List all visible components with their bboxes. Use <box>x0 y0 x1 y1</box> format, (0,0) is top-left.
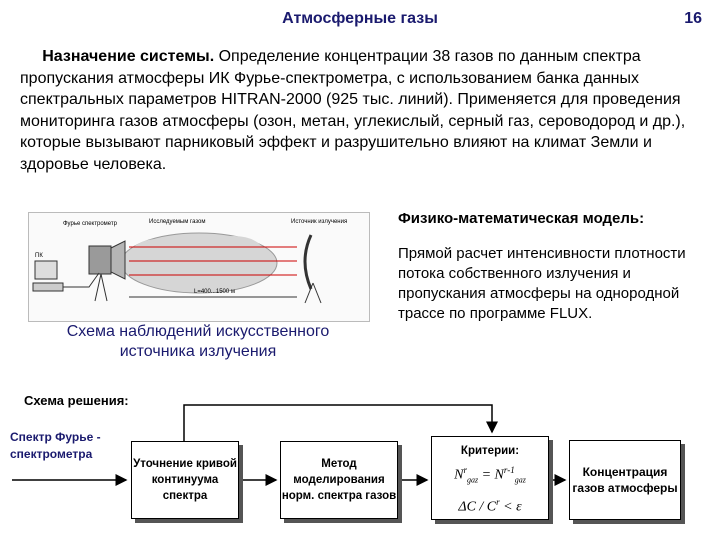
label-pc: ПК <box>35 253 43 259</box>
solution-label: Схема решения: <box>24 393 129 408</box>
pc-cable <box>63 272 100 288</box>
tripod-leg <box>94 273 102 302</box>
box-continuum: Уточнение кривой континуума спектра <box>131 441 239 519</box>
box-criteria: Критерии: Nrgaz = Nr-1gaz ΔC / Cr < ε <box>431 436 549 520</box>
feedback-loop-arrow <box>183 404 498 441</box>
intro-paragraph: Назначение системы. Определение концентр… <box>20 46 695 175</box>
criteria-title: Критерии: <box>460 445 520 457</box>
box-concentration: Концентрация газов атмосферы <box>569 440 681 520</box>
tripod-leg <box>304 282 314 304</box>
criteria-formula-1: Nrgaz = Nr-1gaz <box>454 465 526 485</box>
intro-label: Назначение системы. <box>42 48 215 65</box>
scheme-caption: Схема наблюдений искусственного источник… <box>66 323 330 360</box>
tripod-leg <box>312 282 322 304</box>
page-title: Атмосферные газы <box>282 10 438 27</box>
model-title: Физико-математическая модель: <box>398 210 645 227</box>
source-spectrum-label: Спектр Фурье - спектрометра <box>10 430 101 461</box>
page-number: 16 <box>684 10 702 27</box>
distance-label: L=400...1500 м <box>194 289 235 295</box>
label-layer: Исследуемым газом <box>149 219 206 225</box>
source-mirror <box>303 234 313 290</box>
observation-scheme-figure: Фурье спектрометр Исследуемым газом Исто… <box>28 212 370 322</box>
tripod-leg <box>100 273 108 302</box>
pc-monitor <box>34 260 58 280</box>
label-fourier: Фурье спектрометр <box>63 221 118 227</box>
criteria-formula-2: ΔC / Cr < ε <box>458 497 522 516</box>
intro-text: Определение концентрации 38 газов по дан… <box>20 48 686 173</box>
observation-scheme-drawing: Фурье спектрометр Исследуемым газом Исто… <box>32 219 347 304</box>
spectrometer-lens <box>110 240 126 280</box>
model-text: Прямой расчет интенсивности плотности по… <box>398 245 686 322</box>
cloud-lobe <box>129 239 185 275</box>
label-source: Источник излучения <box>291 219 347 225</box>
box-modeling-method: Метод моделирования норм. спектра газов <box>280 441 398 519</box>
